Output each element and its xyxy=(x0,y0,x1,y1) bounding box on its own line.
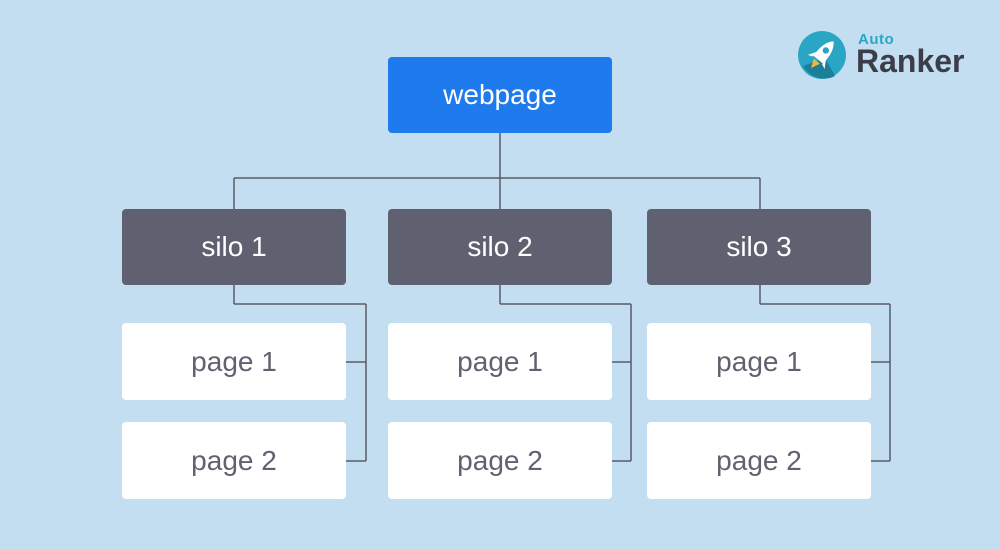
node-silo-2: silo 2 xyxy=(388,209,612,285)
logo-text-ranker: Ranker xyxy=(856,43,965,79)
node-silo-3-page-1: page 1 xyxy=(647,323,871,400)
node-label: page 1 xyxy=(457,345,543,377)
node-silo-2-page-1: page 1 xyxy=(388,323,612,400)
node-silo-1-page-2: page 2 xyxy=(122,422,346,499)
node-silo-3: silo 3 xyxy=(647,209,871,285)
node-label: page 2 xyxy=(716,444,802,476)
node-label: page 1 xyxy=(716,345,802,377)
node-label: silo 1 xyxy=(201,231,267,262)
node-label: silo 3 xyxy=(726,231,792,262)
node-label: page 2 xyxy=(191,444,277,476)
node-webpage: webpage xyxy=(388,57,612,133)
node-label: page 1 xyxy=(191,345,277,377)
autoranker-logo: Auto Ranker xyxy=(795,28,985,84)
rocket-icon xyxy=(798,31,846,79)
logo-text-auto: Auto xyxy=(858,31,895,48)
node-silo-1: silo 1 xyxy=(122,209,346,285)
node-silo-3-page-2: page 2 xyxy=(647,422,871,499)
node-label: silo 2 xyxy=(467,231,533,262)
node-label: webpage xyxy=(443,79,557,110)
node-silo-1-page-1: page 1 xyxy=(122,323,346,400)
node-label: page 2 xyxy=(457,444,543,476)
node-silo-2-page-2: page 2 xyxy=(388,422,612,499)
